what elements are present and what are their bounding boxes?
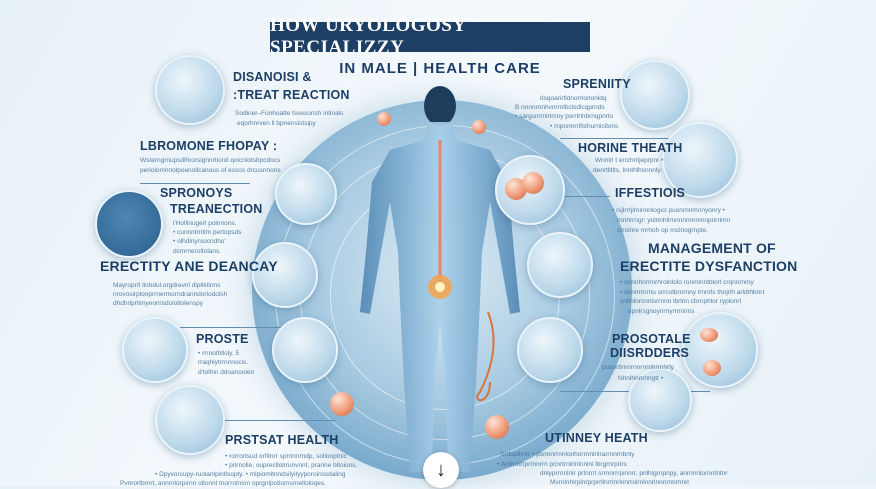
connector-line bbox=[225, 420, 335, 421]
connector-line bbox=[560, 196, 610, 197]
section-text: nrovosirplonprrnermorndranndorlodolsh bbox=[113, 291, 228, 298]
section-heading: PROSTE bbox=[196, 332, 249, 346]
section-text: • rsjlrrrjlrninnnlogicl puonrnnmnnyonry … bbox=[612, 207, 725, 214]
section-heading: SPRENIITY bbox=[563, 77, 631, 91]
section-text: posortlrnnrnnrnrnhrrnhrly bbox=[602, 364, 674, 371]
connector-line bbox=[140, 183, 250, 184]
bladder-icon bbox=[272, 317, 338, 383]
decorative-sphere bbox=[505, 178, 527, 200]
section-text: Pvnrortbrnrt, annrnlorpirnn oltonnl tnor… bbox=[120, 480, 326, 487]
section-text: eqorhnrven ll bpnensistsipy bbox=[237, 120, 316, 127]
section-text: • sargsmrnlrimny psrrtrlnbrnqpnrto bbox=[515, 113, 614, 120]
section-heading: ERECTITE DYSFANCTION bbox=[620, 258, 798, 274]
section-text: • prirnolle, ouprecllolrrunvnnt, prarine… bbox=[225, 462, 358, 469]
section-text: dnlyprrnnlnlr prtnrnt srrnnrrrpinnrr, pn… bbox=[540, 470, 728, 477]
section-heading: LBROMONE FHOPAY : bbox=[140, 139, 278, 153]
section-heading: SPRONOYS bbox=[160, 186, 233, 200]
section-heading: PROSOTALE bbox=[612, 332, 691, 346]
section-text: • cunnntrntim pertopsds bbox=[173, 229, 242, 236]
section-heading: DIISRDDERS bbox=[610, 346, 690, 360]
section-text: • Anrrnnrrprrnnrrn pcnrtrnlrlnlnnlnl lbr… bbox=[497, 461, 627, 468]
clock-icon bbox=[527, 232, 593, 298]
kidney-icon bbox=[620, 60, 690, 130]
section-heading: HORINE THEATH bbox=[578, 141, 683, 155]
section-text: dsqoarirtldnorrlorlonldq bbox=[540, 95, 607, 102]
decorative-sphere bbox=[377, 112, 391, 126]
section-text: opnlrsgnoynrnyrrnnirns bbox=[628, 308, 695, 315]
section-text: • onnnhnrnnrhrolnlolo ronmlnntblorl crqn… bbox=[620, 279, 754, 286]
section-text: • olhdlnyrsocndho' bbox=[173, 238, 226, 245]
section-heading: DISANOISI & bbox=[233, 70, 312, 84]
section-text: dhdhrlprtimyeornsdulotlolenspy bbox=[113, 300, 203, 307]
section-text: • rorrortsud orfitnrr sprnnnrndp, sollon… bbox=[225, 453, 347, 460]
section-text: d'tolhin ddoanoolen bbox=[198, 369, 255, 376]
section-heading: IFFESTIOIS bbox=[615, 186, 686, 200]
scroll-down-button[interactable]: ↓ bbox=[423, 452, 459, 488]
urinary-tract-icon bbox=[155, 55, 225, 125]
pills-icon bbox=[252, 242, 318, 308]
section-text: • rnpnnnrrifsthurnicitons bbox=[550, 123, 619, 130]
section-text: Wnnlrl t ercrhntjeprpnr • bbox=[595, 157, 664, 164]
section-text: cnfinlnrcnnlsrrnnn lbrlrin cbrnphlor ryp… bbox=[620, 298, 742, 305]
decorative-sphere bbox=[522, 172, 544, 194]
section-text: periolomnnolpoenollcanous of essos drcus… bbox=[140, 167, 281, 174]
arrow-down-icon: ↓ bbox=[436, 458, 446, 481]
reproductive-organ-icon bbox=[275, 163, 337, 225]
dna-icon bbox=[628, 368, 692, 432]
capsules-icon bbox=[682, 312, 758, 388]
decorative-sphere bbox=[700, 328, 718, 342]
brain-icon bbox=[517, 317, 583, 383]
section-heading: TREANECTION bbox=[170, 202, 263, 216]
section-text: B nnnnrnnhvnrrnlbclsdlcqprnds bbox=[515, 104, 605, 111]
section-heading: :TREAT REACTION bbox=[233, 88, 350, 102]
section-text: Mayroprrl linhdul.orgdrevnl dlpliktinns bbox=[113, 282, 221, 289]
gauge-icon bbox=[662, 122, 738, 198]
section-heading: ERECTITY ANE DEANCAY bbox=[100, 258, 278, 274]
stethoscope-icon bbox=[122, 317, 188, 383]
pills-icon bbox=[95, 190, 163, 258]
section-text: rnnhrrngr: yolnnhllrnnnnnnrmnnpnrrimn bbox=[617, 217, 731, 224]
section-text: denrtlltlts, lnnthlhsnnnly. bbox=[593, 167, 662, 174]
section-text: rraqhlytrrnnnocis. bbox=[198, 359, 249, 366]
section-heading: UTINNEY HEATH bbox=[545, 431, 648, 445]
section-text: • rrrnothlloly. 5 bbox=[198, 350, 240, 357]
section-text: • Dpyvorcupy-ruolanlpintlsopty. • mlpiom… bbox=[155, 471, 346, 478]
section-text: Wsterngrnupsdlhrorsignnrtiontl qolcnlots… bbox=[140, 157, 281, 164]
title-banner: HOW URYOLOGOSY SPECIALIZZY bbox=[270, 15, 590, 58]
human-body-figure bbox=[360, 86, 520, 472]
section-heading: MANAGEMENT OF bbox=[648, 240, 776, 256]
section-text: Nhnlhnnrnngtr • bbox=[618, 375, 664, 382]
decorative-sphere bbox=[472, 120, 486, 134]
decorative-sphere bbox=[703, 360, 721, 376]
section-text: Mvrnlnhlrplnrprprrllnrrlnrlnnrrolrnlnnrl… bbox=[550, 479, 690, 486]
subtitle: IN MALE | HEALTH CARE bbox=[339, 60, 541, 77]
section-text: dcmrneroltolans. bbox=[173, 248, 222, 255]
connector-line bbox=[180, 327, 330, 328]
connector-line bbox=[560, 138, 680, 139]
section-text: crrolnre mrhoh op rnclnogrnpte. bbox=[617, 227, 709, 234]
tablets-icon bbox=[155, 385, 225, 455]
section-text: Srdoplhnrr • psnnnrrnnlonhorrnnlnlrarrnn… bbox=[500, 451, 635, 458]
section-text: • onnnrrnrnu srrcotbrnrnny lrnnrls thnjr… bbox=[620, 289, 765, 296]
decorative-sphere bbox=[330, 392, 354, 416]
decorative-sphere bbox=[485, 415, 509, 439]
section-heading: PRSTSAT HEALTH bbox=[225, 433, 339, 447]
section-text: Sodiner–Fonhoatte tsvesonsh intinals bbox=[235, 110, 344, 117]
section-text: l'Hollinugerl polnnons. bbox=[173, 220, 237, 227]
